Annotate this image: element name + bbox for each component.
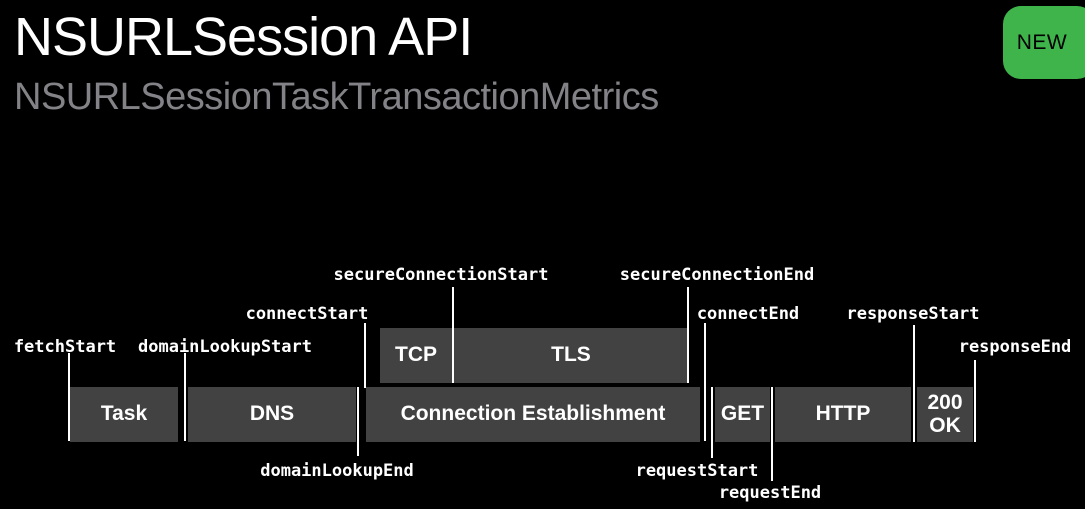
event-label-connectend: connectEnd bbox=[696, 304, 800, 324]
event-label-responsestart: responseStart bbox=[846, 304, 980, 324]
event-label-secureconnectionend: secureConnectionEnd bbox=[619, 265, 815, 285]
new-badge-label: NEW bbox=[1016, 30, 1068, 54]
event-tick-responsestart bbox=[913, 325, 915, 442]
event-label-secureconnectionstart: secureConnectionStart bbox=[333, 265, 549, 285]
page-title: NSURLSession API bbox=[14, 7, 473, 67]
phase-box-task: Task bbox=[70, 387, 178, 442]
event-label-responseend: responseEnd bbox=[958, 337, 1072, 357]
phase-box-dns: DNS bbox=[188, 387, 356, 442]
phase-box-200-ok: 200 OK bbox=[917, 387, 973, 442]
event-label-requeststart: requestStart bbox=[635, 461, 759, 481]
event-tick-responseend bbox=[974, 360, 976, 442]
event-label-requestend: requestEnd bbox=[718, 483, 822, 503]
event-tick-fetchstart bbox=[68, 353, 70, 441]
new-badge: NEW bbox=[1003, 6, 1085, 79]
event-tick-secureconnectionend bbox=[687, 287, 689, 383]
phase-box-http: HTTP bbox=[775, 387, 911, 442]
event-label-domainlookupstart: domainLookupStart bbox=[138, 337, 312, 357]
event-tick-secureconnectionstart bbox=[452, 287, 454, 383]
phase-box-tls: TLS bbox=[454, 328, 688, 383]
event-tick-connectstart bbox=[364, 323, 366, 388]
event-tick-domainlookupend bbox=[357, 387, 359, 456]
event-tick-requeststart bbox=[711, 387, 713, 458]
phase-box-get: GET bbox=[715, 387, 770, 442]
event-tick-requestend bbox=[771, 387, 773, 481]
event-label-connectstart: connectStart bbox=[245, 304, 369, 324]
event-tick-connectend bbox=[704, 323, 706, 441]
phase-box-tcp: TCP bbox=[380, 328, 452, 383]
phase-box-connection-establishment: Connection Establishment bbox=[366, 387, 700, 442]
event-tick-domainlookupstart bbox=[184, 353, 186, 441]
page-subtitle: NSURLSessionTaskTransactionMetrics bbox=[14, 76, 659, 118]
event-label-fetchstart: fetchStart bbox=[13, 337, 117, 357]
event-label-domainlookupend: domainLookupEnd bbox=[260, 461, 414, 481]
